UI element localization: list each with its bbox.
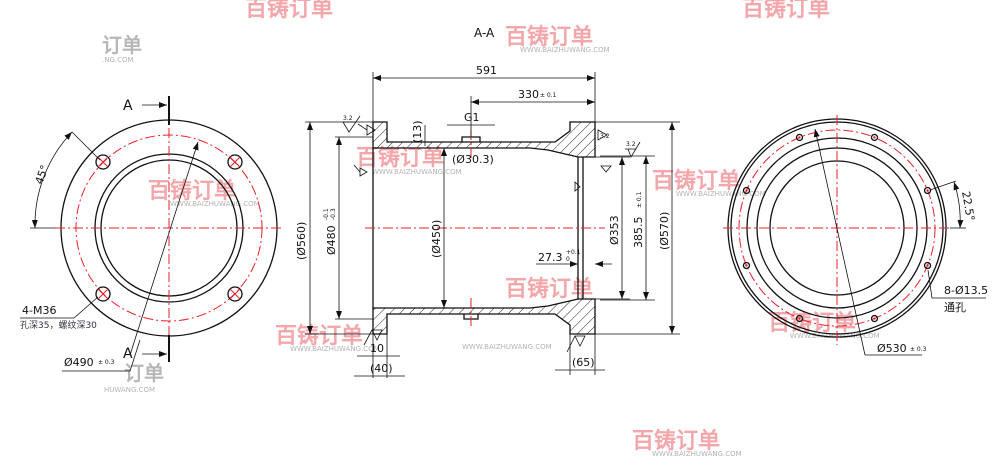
- right-bore-dim: Ø353: [608, 215, 621, 245]
- left-length-dim: (40): [370, 362, 393, 375]
- section-mark-top: A: [123, 98, 133, 114]
- svg-text:± 0.1: ± 0.1: [540, 92, 557, 99]
- watermark-url: .NG.COM: [102, 56, 134, 64]
- watermark: 订单: [102, 33, 142, 57]
- svg-text:-0.3: -0.3: [330, 208, 337, 220]
- bolt-hole: [870, 314, 879, 323]
- watermark: 百铸订单: [245, 0, 333, 22]
- recess-depth-dim: 27.3: [538, 251, 563, 264]
- svg-text:3.2: 3.2: [626, 141, 636, 148]
- thread-dim: G1: [464, 111, 480, 124]
- watermark: 订单: [124, 361, 164, 385]
- section-mark-bottom: A: [123, 346, 133, 362]
- boss-dia-dim: (Ø30.3): [452, 153, 494, 166]
- bolt-hole: [870, 133, 879, 142]
- flange-thickness-dim: 10: [370, 342, 384, 355]
- svg-text:± 0.3: ± 0.3: [910, 346, 927, 353]
- bore-dim: (Ø450): [430, 220, 443, 258]
- section-view: 591 330 ± 0.1 G1 (13) (Ø30.3) (Ø450) Ø48…: [295, 64, 680, 378]
- watermark-url: WWW.BAIZHUWANG.COM: [170, 200, 260, 208]
- svg-text:+0.1: +0.1: [566, 249, 581, 256]
- right-spigot-dim: 385.5: [632, 217, 645, 249]
- watermark-url: WWW.BAIZHUWANG.COM: [676, 190, 766, 198]
- left-flange-dim: (Ø560): [295, 222, 308, 260]
- angle-45: 45°: [33, 163, 52, 186]
- watermark-url: HUWANG.COM: [104, 386, 155, 394]
- bolt-circle-dim: Ø490: [64, 356, 94, 369]
- watermark: 百铸订单: [275, 323, 363, 349]
- watermark: 百铸订单: [632, 428, 720, 454]
- bolt-hole-center: [798, 136, 801, 139]
- hole-callout: 8-Ø13.5: [944, 284, 988, 297]
- watermark-url: WWW.BAIZHUWANG.COM: [290, 345, 380, 353]
- watermark-url: WWW.BAIZHUWANG.COM: [652, 450, 742, 458]
- bolt-hole-center: [873, 136, 876, 139]
- boss-height-dim: (13): [411, 120, 424, 143]
- watermark-url: WWW.BAIZHUWANG.COM: [372, 168, 462, 176]
- bolt-hole: [742, 186, 751, 195]
- watermark: 百铸订单: [505, 276, 593, 302]
- bolt-hole: [742, 261, 751, 270]
- svg-text:± 0.1: ± 0.1: [636, 191, 643, 208]
- roughness-symbols: 3.2 3.2 3.2: [342, 115, 641, 353]
- section-title: A-A: [474, 26, 495, 40]
- watermark-url: WWW.BAIZHUWANG.COM: [462, 343, 552, 351]
- bolt-hole-center: [745, 264, 748, 267]
- svg-text:3.2: 3.2: [343, 115, 353, 122]
- bolt-hole: [923, 186, 932, 195]
- length-dim: 591: [476, 64, 497, 77]
- watermark: 百铸订单: [652, 168, 740, 194]
- watermark: 百铸订单: [148, 178, 236, 204]
- bolt-hole: [795, 314, 804, 323]
- bolt-hole-center: [798, 317, 801, 320]
- left-spigot-dim: Ø480: [325, 225, 338, 255]
- svg-text:0: 0: [566, 256, 570, 263]
- left-end-view: A A 45° Ø490 ± 0.3 4-M36 孔深35，螺纹深30: [20, 96, 283, 372]
- svg-text:-0.1: -0.1: [323, 208, 330, 220]
- hole-note: 孔深35，螺纹深30: [20, 319, 97, 331]
- bolt-holes: [95, 154, 243, 302]
- watermark: 百铸订单: [742, 0, 830, 22]
- offset-dim: 330: [518, 88, 539, 101]
- bolt-hole: [923, 261, 932, 270]
- watermark: 百铸订单: [356, 145, 444, 171]
- bolt-hole-center: [926, 264, 929, 267]
- hole-note: 通孔: [944, 301, 966, 314]
- bolt-holes: [742, 133, 932, 323]
- hole-callout: 4-M36: [22, 304, 56, 317]
- right-length-dim: (65): [572, 356, 595, 369]
- right-end-view: Ø530 ± 0.3 22.5° 8-Ø13.5 通孔: [723, 115, 988, 356]
- watermark-url: WWW.BAIZHUWANG.COM: [520, 46, 610, 54]
- watermark: 百铸订单: [505, 24, 593, 50]
- svg-text:± 0.3: ± 0.3: [98, 359, 115, 366]
- svg-text:3.2: 3.2: [600, 133, 610, 140]
- bolt-hole: [795, 133, 804, 142]
- bolt-circle-dim: Ø530: [877, 342, 907, 355]
- bolt-hole-center: [745, 189, 748, 192]
- watermark-url: WWW.BAIZHUWANG.COM: [790, 332, 880, 340]
- angle-22-5: 22.5°: [959, 190, 977, 222]
- right-flange-dim: (Ø570): [658, 212, 671, 250]
- bolt-hole-center: [926, 189, 929, 192]
- bolt-hole-center: [873, 317, 876, 320]
